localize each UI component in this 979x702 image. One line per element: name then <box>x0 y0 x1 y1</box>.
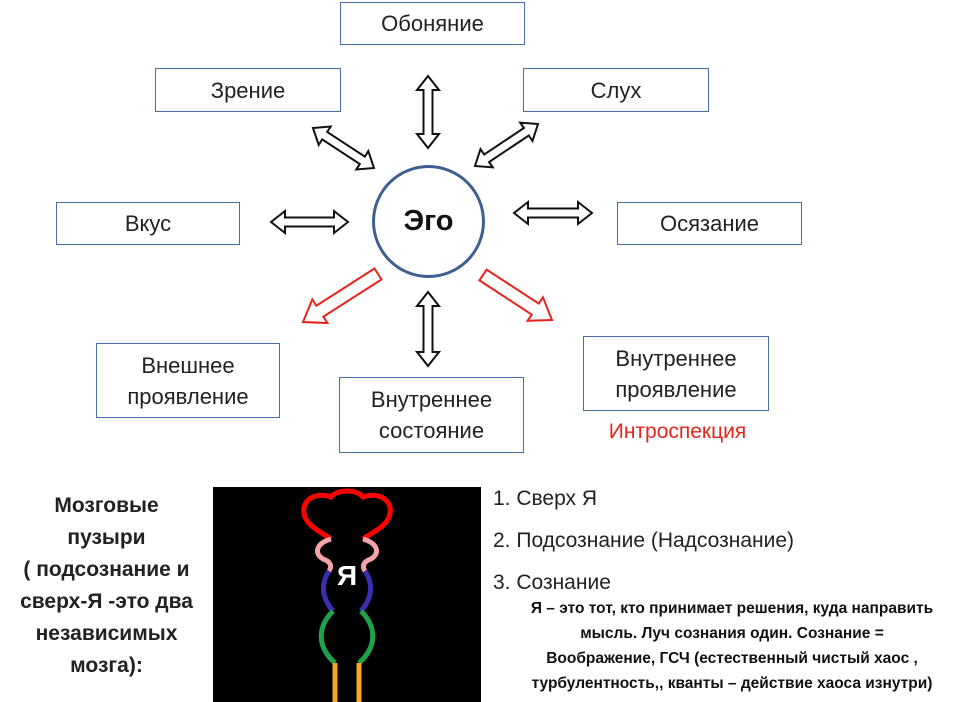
double-arrow-touch <box>512 199 594 227</box>
inner-expression-box: Внутреннее проявление <box>583 336 769 411</box>
blue-segment-left <box>321 569 335 613</box>
ego-label: Эго <box>403 205 454 237</box>
red-arrow-outer-expression <box>301 267 383 325</box>
hearing-box: Слух <box>523 68 709 112</box>
sight-label: Зрение <box>210 77 286 103</box>
taste-box: Вкус <box>56 202 240 245</box>
double-arrow-hearing <box>473 121 540 169</box>
mind-levels-list: 1. Сверх Я 2. Подсознание (Надсознание) … <box>493 478 794 604</box>
smell-label: Обоняние <box>381 11 484 36</box>
double-arrow-inner-state <box>414 290 442 368</box>
taste-label: Вкус <box>124 211 172 236</box>
brain-bubbles-drawing <box>301 488 393 702</box>
outer-expression-box: Внешнее проявление <box>96 343 280 418</box>
double-arrow-smell <box>414 74 442 150</box>
sight-box: Зрение <box>155 68 341 112</box>
double-arrow-sight <box>311 125 376 171</box>
double-arrow-taste <box>269 208 350 236</box>
pink-segment-right <box>360 536 380 573</box>
brain-bubbles-label: Мозговые пузыри ( подсознание и сверх-Я … <box>20 494 193 677</box>
green-segment-left <box>318 609 337 665</box>
pink-segment-left <box>314 536 334 573</box>
list-item: 2. Подсознание (Надсознание) <box>493 529 795 552</box>
inner-expression-label: Внутреннее проявление <box>615 345 737 402</box>
inner-state-box: Внутреннее состояние <box>339 377 524 453</box>
brain-self-letter: Я <box>336 560 358 591</box>
forebrain-outline <box>301 488 393 542</box>
introspection-label: Интроспекция <box>608 420 747 443</box>
list-item: 1. Сверх Я <box>493 487 598 510</box>
outer-expression-label: Внешнее проявление <box>127 352 249 409</box>
blue-segment-right <box>359 569 373 613</box>
green-segment-right <box>357 609 376 665</box>
inner-state-label: Внутреннее состояние <box>370 387 493 443</box>
touch-label: Осязание <box>659 211 760 236</box>
smell-box: Обоняние <box>340 2 525 45</box>
touch-box: Осязание <box>617 202 802 245</box>
brain-image-panel <box>213 487 481 702</box>
self-description: Я – это тот, кто принимает решения, куда… <box>530 600 934 692</box>
list-item: 3. Сознание <box>493 571 611 594</box>
hearing-label: Слух <box>590 77 642 103</box>
ego-circle: Эго <box>372 165 485 278</box>
red-arrow-inner-expression <box>478 268 554 322</box>
